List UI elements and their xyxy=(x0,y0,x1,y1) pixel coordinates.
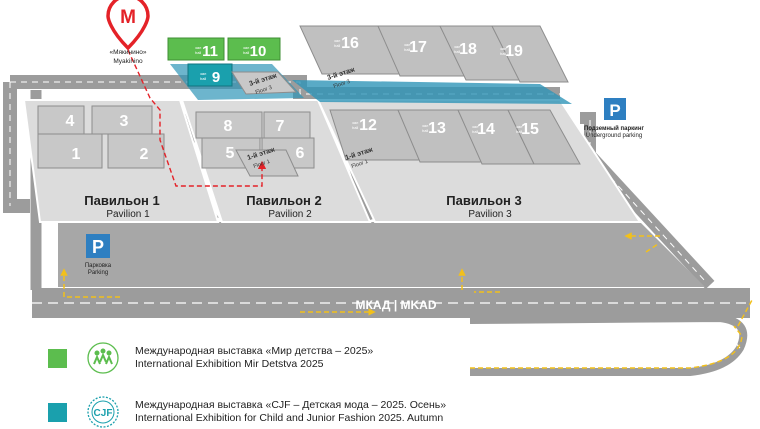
pavilion-3-title-en[interactable]: Pavilion 3 xyxy=(468,209,512,220)
pavilion-1-buildings xyxy=(37,105,165,169)
underground-parking-icon xyxy=(604,98,626,120)
pavilion-3-title-ru[interactable]: Павильон 3 xyxy=(446,193,521,208)
metro-walking-route xyxy=(127,49,267,187)
hall-8-label[interactable]: 8 xyxy=(224,118,233,135)
mir-detstva-logo xyxy=(87,342,119,374)
parking-icon xyxy=(86,234,110,258)
svg-text:зал: зал xyxy=(352,120,359,125)
metro-name-en: Myakinino xyxy=(113,58,143,65)
metro-name-ru: «Мякинино» xyxy=(109,49,146,56)
legend-item-mir-detstva: Международная выставка «Мир детства – 20… xyxy=(48,342,373,374)
pavilion-1-title-ru[interactable]: Павильон 1 xyxy=(84,193,159,208)
svg-text:hall: hall xyxy=(243,50,249,55)
metro-station-marker[interactable]: М «Мякинино» Myakinino xyxy=(106,0,150,65)
hall-11-block xyxy=(167,37,225,61)
pavilion-names: Павильон 1 Pavilion 1 Павильон 2 Pavilio… xyxy=(84,193,521,220)
surface-parking-lot xyxy=(58,222,705,287)
svg-text:hall: hall xyxy=(500,51,506,56)
svg-text:зал: зал xyxy=(454,44,461,49)
legend-title-en: International Exhibition Mir Detstva 202… xyxy=(135,358,324,370)
svg-text:зал: зал xyxy=(500,46,507,51)
hall-7-label[interactable]: 7 xyxy=(276,118,285,135)
mkad-label: МКАД | MKAD xyxy=(356,298,437,312)
metro-m-icon: М xyxy=(120,7,136,28)
hall-5-label[interactable]: 5 xyxy=(226,145,235,162)
car-routes xyxy=(60,232,753,369)
p3-floor3-en: Floor 3 xyxy=(333,79,351,90)
svg-text:hall: hall xyxy=(195,50,201,55)
svg-text:зал: зал xyxy=(200,71,207,76)
surface-parking[interactable]: P Парковка Parking xyxy=(85,234,112,276)
svg-text:hall: hall xyxy=(472,129,478,134)
svg-text:hall: hall xyxy=(200,76,206,81)
hall-9-label[interactable]: 9 xyxy=(212,69,220,86)
hall-11-label[interactable]: 11 xyxy=(202,43,218,60)
hall-18-label[interactable]: 18 xyxy=(459,41,477,58)
p3-floor1-en: Floor 1 xyxy=(351,159,369,170)
pavilion-2-buildings xyxy=(167,37,315,177)
svg-text:зал: зал xyxy=(243,45,250,50)
svg-text:CJF: CJF xyxy=(94,408,113,419)
svg-text:hall: hall xyxy=(454,49,460,54)
hall-16-label[interactable]: 16 xyxy=(341,35,359,52)
hall-17-label[interactable]: 17 xyxy=(409,39,427,56)
hall-12-label[interactable]: 12 xyxy=(359,117,377,134)
svg-text:зал: зал xyxy=(334,38,341,43)
hall-15-label[interactable]: 15 xyxy=(521,121,539,138)
svg-text:зал: зал xyxy=(195,45,202,50)
legend-swatch-teal xyxy=(48,402,67,422)
hall-14-label[interactable]: 14 xyxy=(477,121,495,138)
legend-swatch-green xyxy=(48,348,67,368)
svg-text:hall: hall xyxy=(422,128,428,133)
hall-19-label[interactable]: 19 xyxy=(505,43,523,60)
hall-3-label[interactable]: 3 xyxy=(120,113,129,130)
underground-parking-label-en: Underground parking xyxy=(586,133,642,139)
underground-parking[interactable]: P Подземный паркинг Underground parking xyxy=(584,98,644,139)
p2-floor1-en: Floor 1 xyxy=(253,159,271,170)
svg-text:зал: зал xyxy=(516,124,523,129)
parking-label-ru: Парковка xyxy=(85,263,112,269)
hall-2-label[interactable]: 2 xyxy=(140,146,149,163)
metro-pin-icon xyxy=(106,0,150,51)
pavilion-2-title-ru[interactable]: Павильон 2 xyxy=(246,193,321,208)
pavilion-3-buildings xyxy=(299,25,581,165)
legend-title-en: International Exhibition for Child and J… xyxy=(135,412,444,424)
hall-number-labels: 4 3 1 2 11 10 9 8 7 5 6 16 17 18 19 12 1… xyxy=(66,35,539,163)
svg-text:hall: hall xyxy=(404,47,410,52)
svg-text:hall: hall xyxy=(352,125,358,130)
cjf-logo: CJF xyxy=(87,396,119,428)
parking-label-en: Parking xyxy=(88,270,108,276)
pavilion3-floor3-band xyxy=(292,80,572,104)
legend-title-ru: Международная выставка «Мир детства – 20… xyxy=(135,345,374,357)
pavilion-2-title-en[interactable]: Pavilion 2 xyxy=(268,209,312,220)
hall-1-label[interactable]: 1 xyxy=(72,146,81,163)
hall-10-label[interactable]: 10 xyxy=(250,43,267,60)
hall-10-block xyxy=(227,37,281,61)
hall-4-label[interactable]: 4 xyxy=(66,113,75,130)
svg-text:P: P xyxy=(92,237,104,257)
svg-text:hall: hall xyxy=(334,43,340,48)
underground-parking-label-ru: Подземный паркинг xyxy=(584,125,644,132)
pavilion-1-title-en[interactable]: Pavilion 1 xyxy=(106,209,150,220)
svg-text:зал: зал xyxy=(404,42,411,47)
svg-text:P: P xyxy=(609,101,620,120)
legend-item-cjf: CJF Международная выставка «CJF – Детска… xyxy=(48,396,446,428)
p2-floor3-en: Floor 3 xyxy=(255,85,273,96)
legend-title-ru: Международная выставка «CJF – Детская мо… xyxy=(135,399,447,411)
hall-9-block xyxy=(187,63,233,87)
svg-text:зал: зал xyxy=(472,124,479,129)
svg-text:hall: hall xyxy=(516,129,522,134)
hall-13-label[interactable]: 13 xyxy=(428,120,446,137)
svg-text:зал: зал xyxy=(422,123,429,128)
hall-6-label[interactable]: 6 xyxy=(296,145,305,162)
